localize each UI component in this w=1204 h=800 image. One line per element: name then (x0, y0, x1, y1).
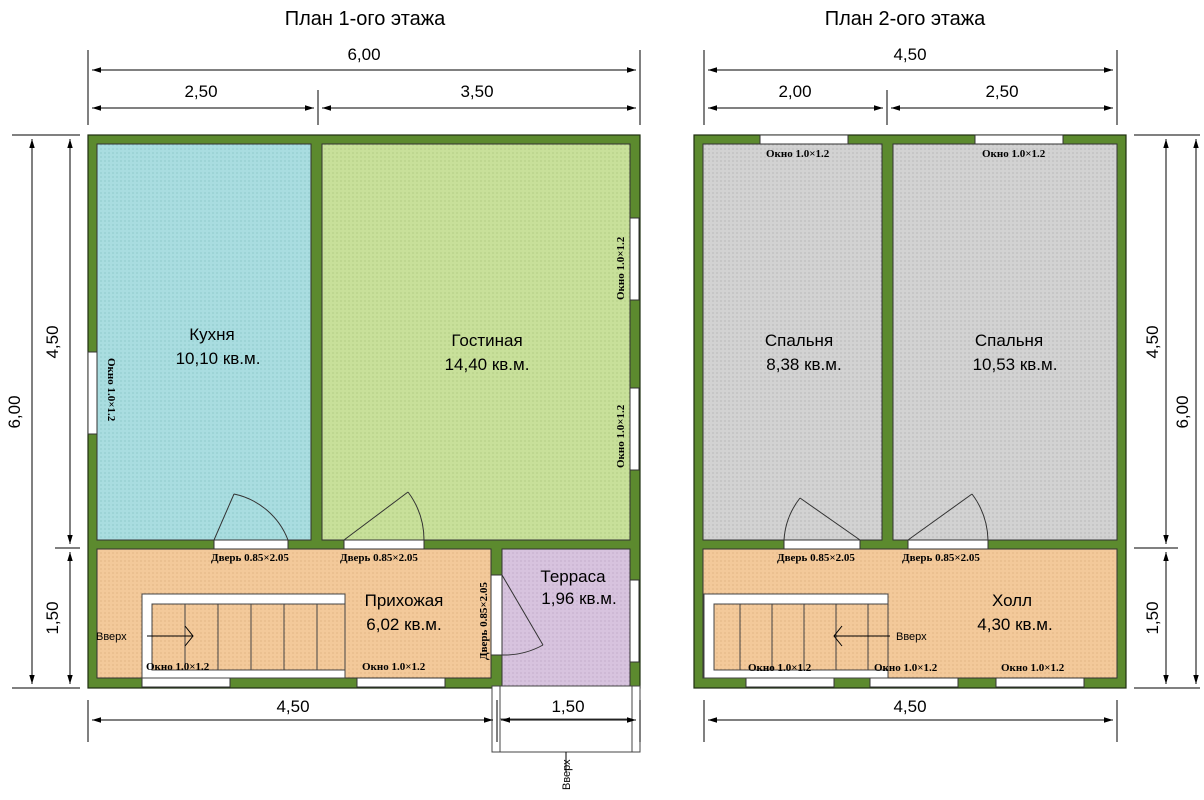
hall-area-value: 6,02 кв.м. (366, 615, 441, 634)
bedroom-1-area-value: 8,38 кв.м. (766, 355, 841, 374)
bedroom-1-door-swing (783, 497, 861, 541)
bedroom-1-area (702, 143, 883, 541)
living-window-1-label: Окно 1.0×1.2 (615, 236, 627, 300)
living-area-value: 14,40 кв.м. (445, 355, 530, 374)
bedroom-1-name: Спальня (765, 331, 833, 350)
floor1-plan: Вверх Вверх Кухня 10,10 кв.м. Гостиная 1… (5, 45, 641, 790)
living-window-2 (629, 387, 640, 471)
floor1-dim-bottom-main: 4,50 (276, 697, 309, 716)
hall-window-2-label: Окно 1.0×1.2 (362, 661, 426, 673)
kitchen-window-label: Окно 1.0×1.2 (105, 358, 117, 422)
kitchen-door-label: Дверь 0.85×2.05 (211, 552, 289, 564)
upper-hall-window-3 (995, 677, 1085, 688)
terrace-area (501, 548, 631, 687)
kitchen-area (96, 143, 312, 541)
floor2-dim-bottom: 4,50 (893, 697, 926, 716)
bedroom-2-area (892, 143, 1118, 541)
floor2-plan: Вверх Спальня 8,38 кв.м. Спальня 10,53 к… (693, 45, 1200, 742)
floor1-dim-top-right: 3,50 (460, 82, 493, 101)
floor2-dim-top-right: 2,50 (985, 82, 1018, 101)
upper-hall-area (702, 548, 1118, 679)
living-window-2-label: Окно 1.0×1.2 (615, 404, 627, 468)
upper-hall-window-3-label: Окно 1.0×1.2 (1001, 662, 1065, 674)
bedroom-1-door-opening (783, 539, 861, 550)
kitchen-window (87, 351, 98, 435)
bedroom-1-window (759, 134, 849, 145)
living-door-swing (343, 491, 425, 541)
hall-name: Прихожая (365, 591, 444, 610)
floor1-dim-top-left: 2,50 (184, 82, 217, 101)
floor1-dim-bottom-terrace: 1,50 (551, 697, 584, 716)
kitchen-door-swing (213, 493, 289, 541)
floor1-dim-left-lower: 1,50 (43, 601, 62, 634)
bedroom-2-window-label: Окно 1.0×1.2 (982, 148, 1046, 160)
floor2-dim-top-left: 2,00 (778, 82, 811, 101)
upper-hall-window-1-label: Окно 1.0×1.2 (748, 662, 812, 674)
floor1-dim-left-total: 6,00 (5, 395, 24, 428)
floor2-up-label: Вверх (896, 631, 927, 643)
entrance-hall-area (96, 548, 492, 679)
terrace-area-value: 1,96 кв.м. (541, 589, 616, 608)
terrace-window (629, 579, 640, 663)
floor2-dim-total-top: 4,50 (893, 45, 926, 64)
living-name: Гостиная (451, 331, 522, 350)
floor1-title: План 1-ого этажа (285, 8, 446, 30)
floor2-staircase: Вверх (703, 593, 927, 679)
living-door-opening (343, 539, 425, 550)
floor1-dim-total-top: 6,00 (347, 45, 380, 64)
floor2-dimensions: 4,50 2,00 2,50 6,00 4,50 1,50 4,50 (703, 45, 1200, 742)
hall-window-1 (141, 677, 231, 688)
bedroom-1-door-label: Дверь 0.85×2.05 (777, 552, 855, 564)
upper-hall-window-1 (745, 677, 835, 688)
kitchen-door-opening (213, 539, 289, 550)
terrace-door-opening (490, 574, 503, 656)
bedroom-1-window-label: Окно 1.0×1.2 (766, 148, 830, 160)
floor2-dim-right-upper: 4,50 (1143, 325, 1162, 358)
floor1-up-label: Вверх (96, 631, 127, 643)
floor1-staircase: Вверх (96, 593, 346, 679)
floor1-dim-left-upper: 4,50 (43, 325, 62, 358)
bedroom-2-door-label: Дверь 0.85×2.05 (902, 552, 980, 564)
bedroom-2-area-value: 10,53 кв.м. (973, 355, 1058, 374)
bedroom-2-name: Спальня (975, 331, 1043, 350)
upper-hall-window-2 (869, 677, 959, 688)
floor2-dim-right-lower: 1,50 (1143, 601, 1162, 634)
kitchen-area-value: 10,10 кв.м. (176, 349, 261, 368)
floor1-dimensions: 6,00 2,50 3,50 6,00 4,50 1,50 4,50 1,50 (5, 45, 641, 742)
hall-window-2 (356, 677, 446, 688)
terrace-door-swing (501, 574, 544, 656)
upper-hall-window-2-label: Окно 1.0×1.2 (874, 662, 938, 674)
terrace-up-label: Вверх (561, 759, 573, 790)
terrace-door-label: Дверь 0.85×2.05 (478, 582, 490, 660)
floor2-title: План 2-ого этажа (825, 8, 986, 30)
living-door-label: Дверь 0.85×2.05 (340, 552, 418, 564)
upper-hall-name: Холл (992, 591, 1032, 610)
living-window-1 (629, 217, 640, 301)
upper-hall-area-value: 4,30 кв.м. (977, 615, 1052, 634)
terrace-name: Терраса (540, 567, 606, 586)
hall-window-1-label: Окно 1.0×1.2 (146, 661, 210, 673)
bedroom-2-window (974, 134, 1064, 145)
bedroom-2-door-swing (907, 493, 989, 541)
bedroom-2-door-opening (907, 539, 989, 550)
kitchen-name: Кухня (189, 325, 235, 344)
floor2-dim-right-total: 6,00 (1173, 395, 1192, 428)
living-room-area (321, 143, 631, 541)
